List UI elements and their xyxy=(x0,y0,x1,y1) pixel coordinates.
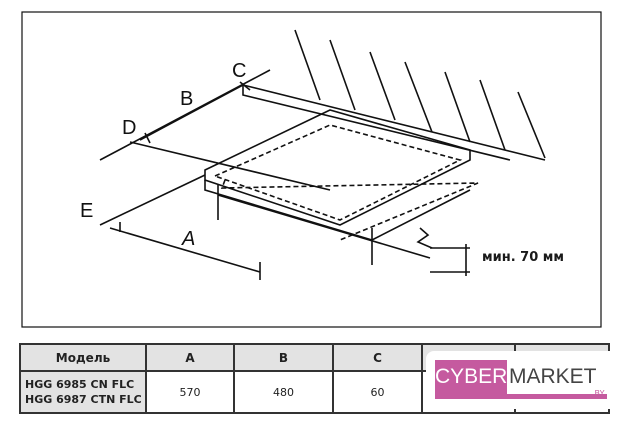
model-name: HGG 6985 CN FLC xyxy=(25,378,135,391)
label-e: E xyxy=(80,200,94,222)
value-a: 570 xyxy=(145,370,235,414)
logo-by: .BY xyxy=(592,389,605,398)
model-name: HGG 6987 CTN FLC xyxy=(25,393,142,406)
label-c: C xyxy=(232,60,247,82)
label-d: D xyxy=(122,117,137,139)
min-height-label: мин. 70 мм xyxy=(482,250,565,265)
cybermarket-watermark: CYBER MARKET .BY xyxy=(426,351,616,409)
col-b: B xyxy=(233,343,334,372)
col-model: Модель xyxy=(19,343,147,372)
wall-hatching xyxy=(294,29,546,159)
installation-diagram xyxy=(21,11,602,328)
col-c: C xyxy=(332,343,423,372)
logo-cyber: CYBER xyxy=(435,360,507,394)
logo-market: MARKET xyxy=(509,365,597,388)
table-header: Модель A B C xyxy=(19,343,610,372)
value-b: 480 xyxy=(233,370,334,414)
logo-bar xyxy=(435,394,607,399)
value-c: 60 xyxy=(332,370,423,414)
label-a: A xyxy=(182,228,196,250)
label-b: B xyxy=(180,88,194,110)
model-cell: HGG 6985 CN FLC HGG 6987 CTN FLC xyxy=(19,370,147,414)
col-a: A xyxy=(145,343,235,372)
